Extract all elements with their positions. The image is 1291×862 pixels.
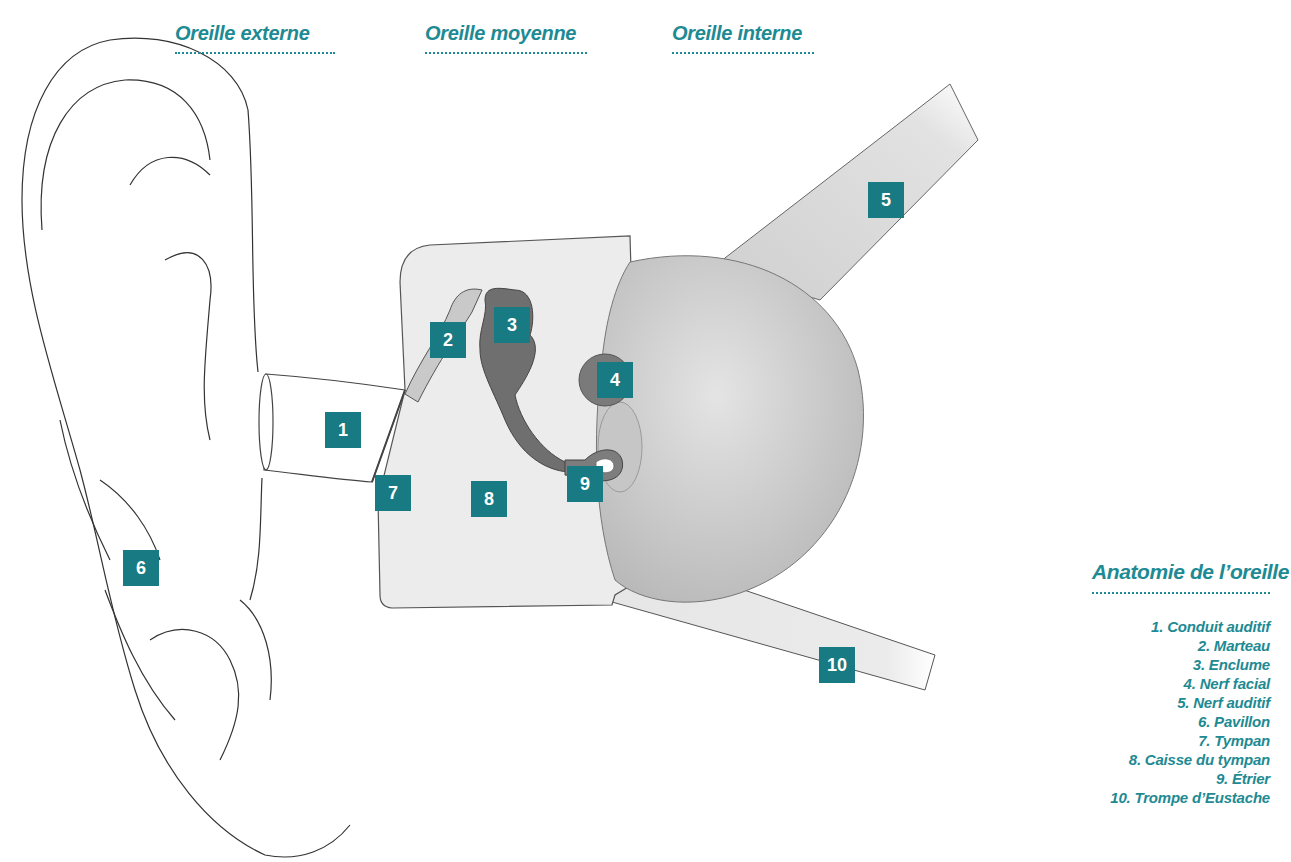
incus: [480, 288, 568, 472]
pinna-line: [240, 600, 271, 700]
canal-opening: [259, 374, 273, 470]
callout-number: 7: [375, 475, 411, 511]
callout-number: 10: [819, 647, 855, 683]
helix-inner: [41, 80, 210, 230]
legend-item: 1. Conduit auditif: [1151, 618, 1270, 635]
pinna-line: [105, 590, 175, 720]
callout-number: 4: [597, 362, 633, 398]
section-heading: Oreille externe: [175, 22, 335, 54]
legend-item: 2. Marteau: [1198, 637, 1270, 654]
antihelix: [165, 253, 211, 440]
pinna-line: [130, 157, 210, 185]
legend-item: 4. Nerf facial: [1184, 675, 1270, 692]
section-heading: Oreille interne: [672, 22, 814, 54]
cochlea: [596, 256, 863, 602]
pinna-line: [60, 420, 110, 560]
eardrum: [372, 390, 405, 482]
malleus: [405, 289, 482, 402]
callout-number: 2: [430, 322, 466, 358]
section-heading: Oreille moyenne: [425, 22, 587, 54]
legend-title: Anatomie de l’oreille: [1092, 560, 1270, 594]
legend-item: 9. Étrier: [1216, 770, 1270, 787]
pinna-line: [100, 480, 160, 560]
legend-item: 5. Nerf auditif: [1177, 694, 1270, 711]
callout-number: 8: [471, 481, 507, 517]
callout-number: 5: [868, 182, 904, 218]
concha-line: [150, 630, 239, 760]
callout-number: 3: [494, 307, 530, 343]
legend-item: 7. Tympan: [1198, 732, 1270, 749]
legend-item: 10. Trompe d’Eustache: [1110, 789, 1270, 806]
pinna-edge: [248, 110, 258, 372]
ear-canal: [264, 374, 405, 482]
callout-number: 6: [123, 550, 159, 586]
legend-item: 3. Enclume: [1193, 656, 1270, 673]
callout-number: 9: [567, 466, 603, 502]
callout-number: 1: [325, 412, 361, 448]
pinna-edge: [250, 478, 262, 600]
legend-item: 8. Caisse du tympan: [1129, 751, 1270, 768]
legend-item: 6. Pavillon: [1198, 713, 1270, 730]
